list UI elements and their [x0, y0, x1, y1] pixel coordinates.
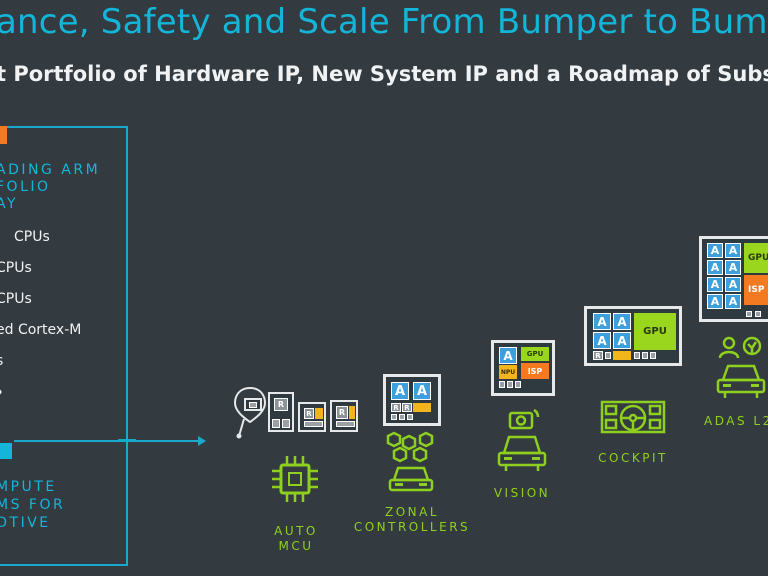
dashboard-icon: [600, 400, 666, 434]
list-item: ed Cortex-M: [0, 322, 82, 338]
m-core: [391, 414, 397, 420]
page-subtitle: t Portfolio of Hardware IP, New System I…: [0, 62, 768, 86]
microchip-icon: [272, 456, 318, 502]
bullet-icon: [0, 389, 2, 395]
stage-label-auto-mcu: AUTO MCU: [274, 524, 318, 553]
adas-chip: A A A A A A A A GPU ISP: [699, 236, 768, 322]
r-core: R: [402, 403, 412, 412]
gpu-block: GPU: [521, 347, 549, 361]
a-core: A: [725, 243, 741, 258]
m-core: [304, 421, 323, 427]
mcu-chip-4: R: [330, 400, 358, 432]
autonomous-car-icon: [716, 336, 766, 398]
a-core: A: [593, 313, 611, 330]
cockpit-chip: A A A A GPU R: [584, 306, 682, 366]
a-core: A: [613, 313, 631, 330]
m-core: [746, 311, 752, 317]
camera-car-icon: [497, 408, 547, 471]
npu-block: [413, 403, 431, 412]
list-item: CPUs: [14, 229, 50, 245]
r-core: R: [304, 408, 314, 419]
stage-label-vision: VISION: [493, 486, 551, 500]
m-core: [249, 402, 257, 408]
mcu-chip-1: [244, 398, 262, 411]
panel-footer: MPUTE MS FOR OTIVE: [0, 479, 66, 531]
stage-label-adas: ADAS L2: [704, 414, 768, 428]
zonal-chip: A A R R: [383, 374, 441, 426]
npu-block: [349, 406, 355, 419]
portfolio-list: CPUs CPUs CPUs ed Cortex-M s: [0, 228, 81, 414]
list-item: s: [0, 352, 81, 383]
a-core: A: [725, 260, 741, 275]
vision-chip: A GPU NPU ISP: [491, 340, 555, 396]
m-core: [650, 352, 656, 359]
m-core: [407, 414, 413, 420]
crosshair-icon: [118, 431, 136, 449]
m-core: [399, 414, 405, 420]
stage-label-zonal-controllers: ZONAL CONTROLLERS: [353, 505, 471, 534]
timeline-arrow: [14, 440, 202, 442]
a-core: A: [707, 243, 723, 258]
m-core: [282, 419, 290, 428]
r-core: R: [336, 406, 348, 419]
r-core: R: [274, 398, 288, 411]
m-core: [642, 352, 648, 359]
stage-label-cockpit: COCKPIT: [598, 451, 668, 465]
mcu-chip-2: R: [268, 392, 294, 432]
connected-car-icon: [386, 431, 434, 492]
a-core: A: [707, 277, 723, 292]
mcu-chip-3: R: [298, 402, 326, 432]
blue-marker: [0, 443, 12, 459]
list-item: [0, 383, 81, 414]
gpu-block: GPU: [744, 243, 768, 273]
a-core: A: [725, 277, 741, 292]
m-core: [515, 381, 521, 388]
a-core: A: [391, 382, 409, 400]
arrow-head-icon: [198, 436, 206, 446]
npu-block: [613, 351, 631, 360]
panel-heading: ADING ARM FOLIO AY: [0, 162, 101, 212]
gpu-block: GPU: [634, 313, 676, 350]
a-core: A: [593, 332, 611, 349]
page-title: ance, Safety and Scale From Bumper to Bu…: [0, 2, 768, 42]
a-core: A: [613, 332, 631, 349]
npu-block: [315, 408, 323, 419]
portfolio-panel: [0, 126, 128, 566]
r-core: R: [593, 351, 603, 360]
m-core: [499, 381, 505, 388]
location-pin-icon: [233, 386, 267, 439]
m-core: [634, 352, 640, 359]
a-core: A: [707, 260, 723, 275]
orange-marker: [0, 126, 7, 144]
m-core: [336, 421, 355, 427]
npu-block: NPU: [499, 365, 517, 379]
a-core: A: [499, 347, 517, 364]
m-core: [272, 419, 280, 428]
m-core: [605, 352, 611, 359]
isp-block: ISP: [744, 275, 768, 305]
isp-block: ISP: [521, 363, 549, 379]
m-core: [755, 311, 761, 317]
list-item: CPUs: [0, 291, 32, 307]
list-item: CPUs: [0, 260, 32, 276]
r-core: R: [391, 403, 401, 412]
a-core: A: [725, 294, 741, 309]
m-core: [507, 381, 513, 388]
a-core: A: [413, 382, 431, 400]
a-core: A: [707, 294, 723, 309]
